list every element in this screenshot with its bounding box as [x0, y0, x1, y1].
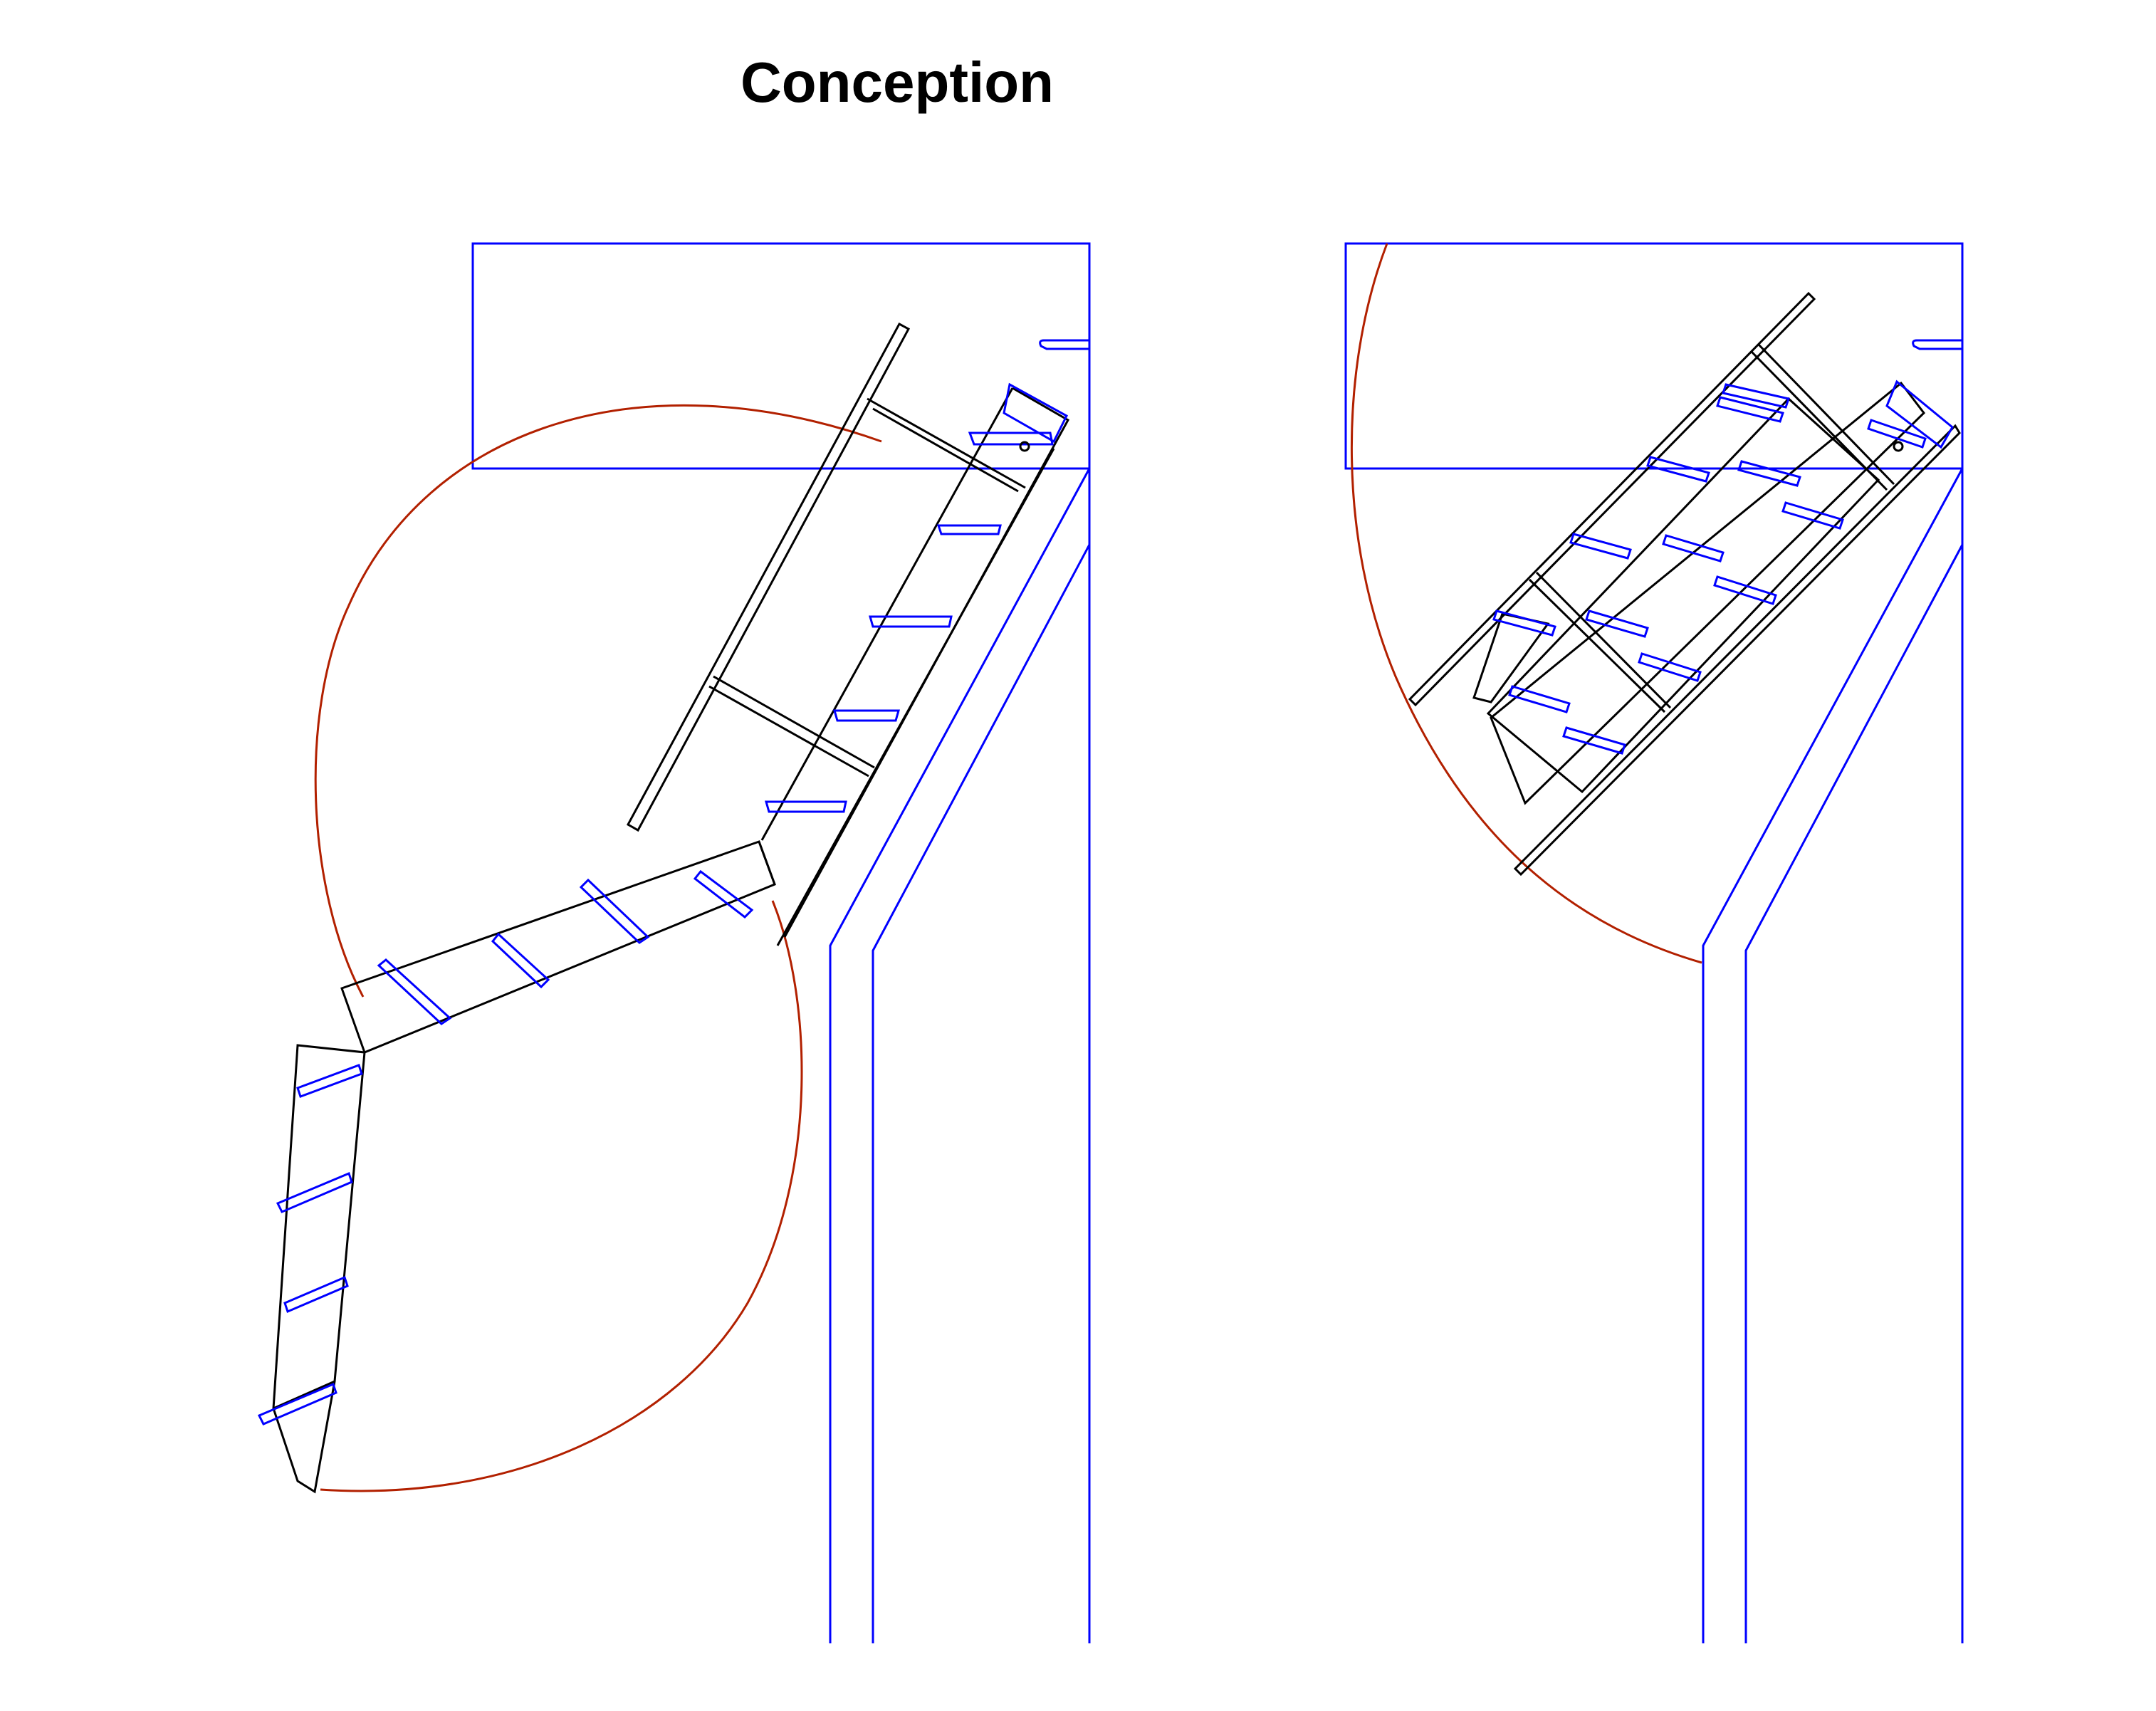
- folded-tread: [1562, 726, 1626, 755]
- folded-tread: [1781, 501, 1844, 530]
- handrail-post: [1750, 350, 1888, 491]
- swing-arc: [314, 404, 882, 998]
- lower-tread: [276, 1171, 353, 1213]
- upper-flight-inner-edge: [760, 387, 1014, 841]
- folded-tread: [1662, 534, 1725, 563]
- folded-tread: [1646, 456, 1710, 483]
- upper-tread: [869, 615, 953, 628]
- wall-outer-line: [829, 468, 1091, 1643]
- handrail-post: [713, 675, 875, 769]
- upper-tread: [765, 800, 847, 813]
- handrail: [626, 322, 911, 832]
- lower-flight-joint: [273, 1380, 335, 1410]
- handrail-post: [867, 397, 1026, 489]
- unfolded-view: [257, 242, 1091, 1643]
- folded-stringer-outer: [1513, 424, 1961, 877]
- wall-bracket: [1039, 339, 1089, 350]
- middle-flight: [340, 840, 776, 1054]
- folded-tread: [1492, 609, 1556, 637]
- folded-tread: [1737, 460, 1801, 487]
- lower-tread: [296, 1064, 363, 1098]
- handrail-post: [708, 685, 869, 778]
- middle-tread: [693, 869, 754, 919]
- folded-view: [1344, 242, 1964, 1643]
- lower-tread: [283, 1275, 349, 1314]
- upper-flight-outer-edge: [776, 448, 1055, 946]
- swing-arc-lower: [320, 900, 803, 1492]
- upper-tread: [833, 709, 900, 722]
- lower-tread: [257, 1382, 337, 1425]
- pivot-bracket: [1003, 382, 1068, 444]
- folded-tread: [1722, 383, 1790, 409]
- pivot-pin: [1019, 441, 1030, 452]
- folded-stringer: [1490, 381, 1925, 805]
- middle-tread: [491, 932, 550, 989]
- ceiling-box-outline: [1344, 242, 1964, 470]
- flight-joint: [758, 841, 776, 885]
- upper-tread: [968, 431, 1054, 446]
- folded-tread: [1713, 575, 1777, 605]
- pivot-pin: [1893, 441, 1904, 452]
- middle-tread: [377, 958, 452, 1025]
- lower-flight: [272, 1044, 366, 1494]
- ceiling-box-outline: [471, 242, 1091, 470]
- folded-tread: [1638, 652, 1702, 682]
- wall-bracket: [1912, 339, 1962, 350]
- folded-tread: [1585, 609, 1649, 638]
- wall-inner-line: [1744, 544, 1964, 1643]
- page-title: Conception: [741, 51, 1054, 114]
- handrail-post: [1535, 571, 1672, 709]
- handrail: [1408, 291, 1816, 707]
- wall-outer-line: [1702, 468, 1964, 1643]
- folded-tread: [1716, 396, 1784, 423]
- folded-middle-flight: [1486, 397, 1880, 794]
- upper-tread: [936, 524, 1002, 535]
- swing-arc: [1350, 243, 1702, 964]
- folded-tread: [1508, 685, 1571, 713]
- folded-tread: [1569, 533, 1632, 560]
- handrail-post: [1528, 578, 1666, 713]
- folded-tread: [1867, 419, 1927, 449]
- pivot-bracket: [1885, 380, 1954, 449]
- wall-inner-line: [872, 544, 1091, 1643]
- handrail-post: [872, 407, 1019, 493]
- middle-tread: [579, 878, 650, 944]
- handrail-post: [1757, 343, 1895, 486]
